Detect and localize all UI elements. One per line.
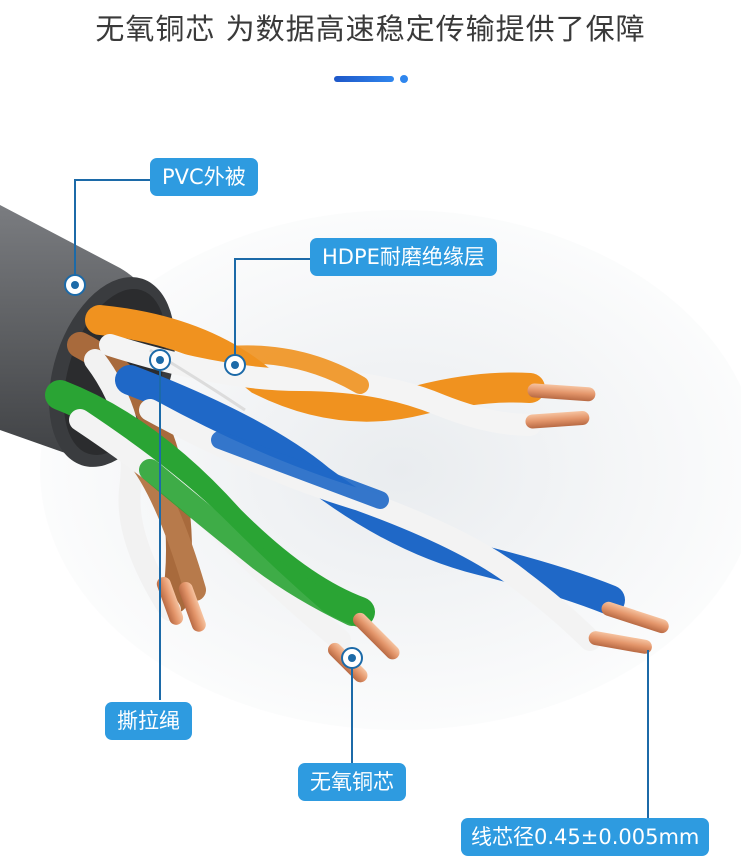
title-accent-bar: [334, 76, 394, 82]
blue-pair: [115, 365, 625, 651]
label-copper-core: 无氧铜芯: [298, 763, 406, 801]
title-accent-dot: [400, 75, 408, 83]
label-pvc-jacket: PVC外被: [150, 158, 258, 196]
green-pair: [45, 380, 375, 651]
callout-lines: [74, 179, 649, 822]
label-core-diameter: 线芯径0.45±0.005mm: [461, 818, 710, 856]
label-rip-cord: 撕拉绳: [105, 702, 192, 740]
page-title: 无氧铜芯 为数据高速稳定传输提供了保障: [95, 12, 646, 46]
orange-pair: [85, 305, 545, 436]
label-hdpe-insulation: HDPE耐磨绝缘层: [310, 238, 497, 276]
callout-markers: [64, 274, 363, 669]
